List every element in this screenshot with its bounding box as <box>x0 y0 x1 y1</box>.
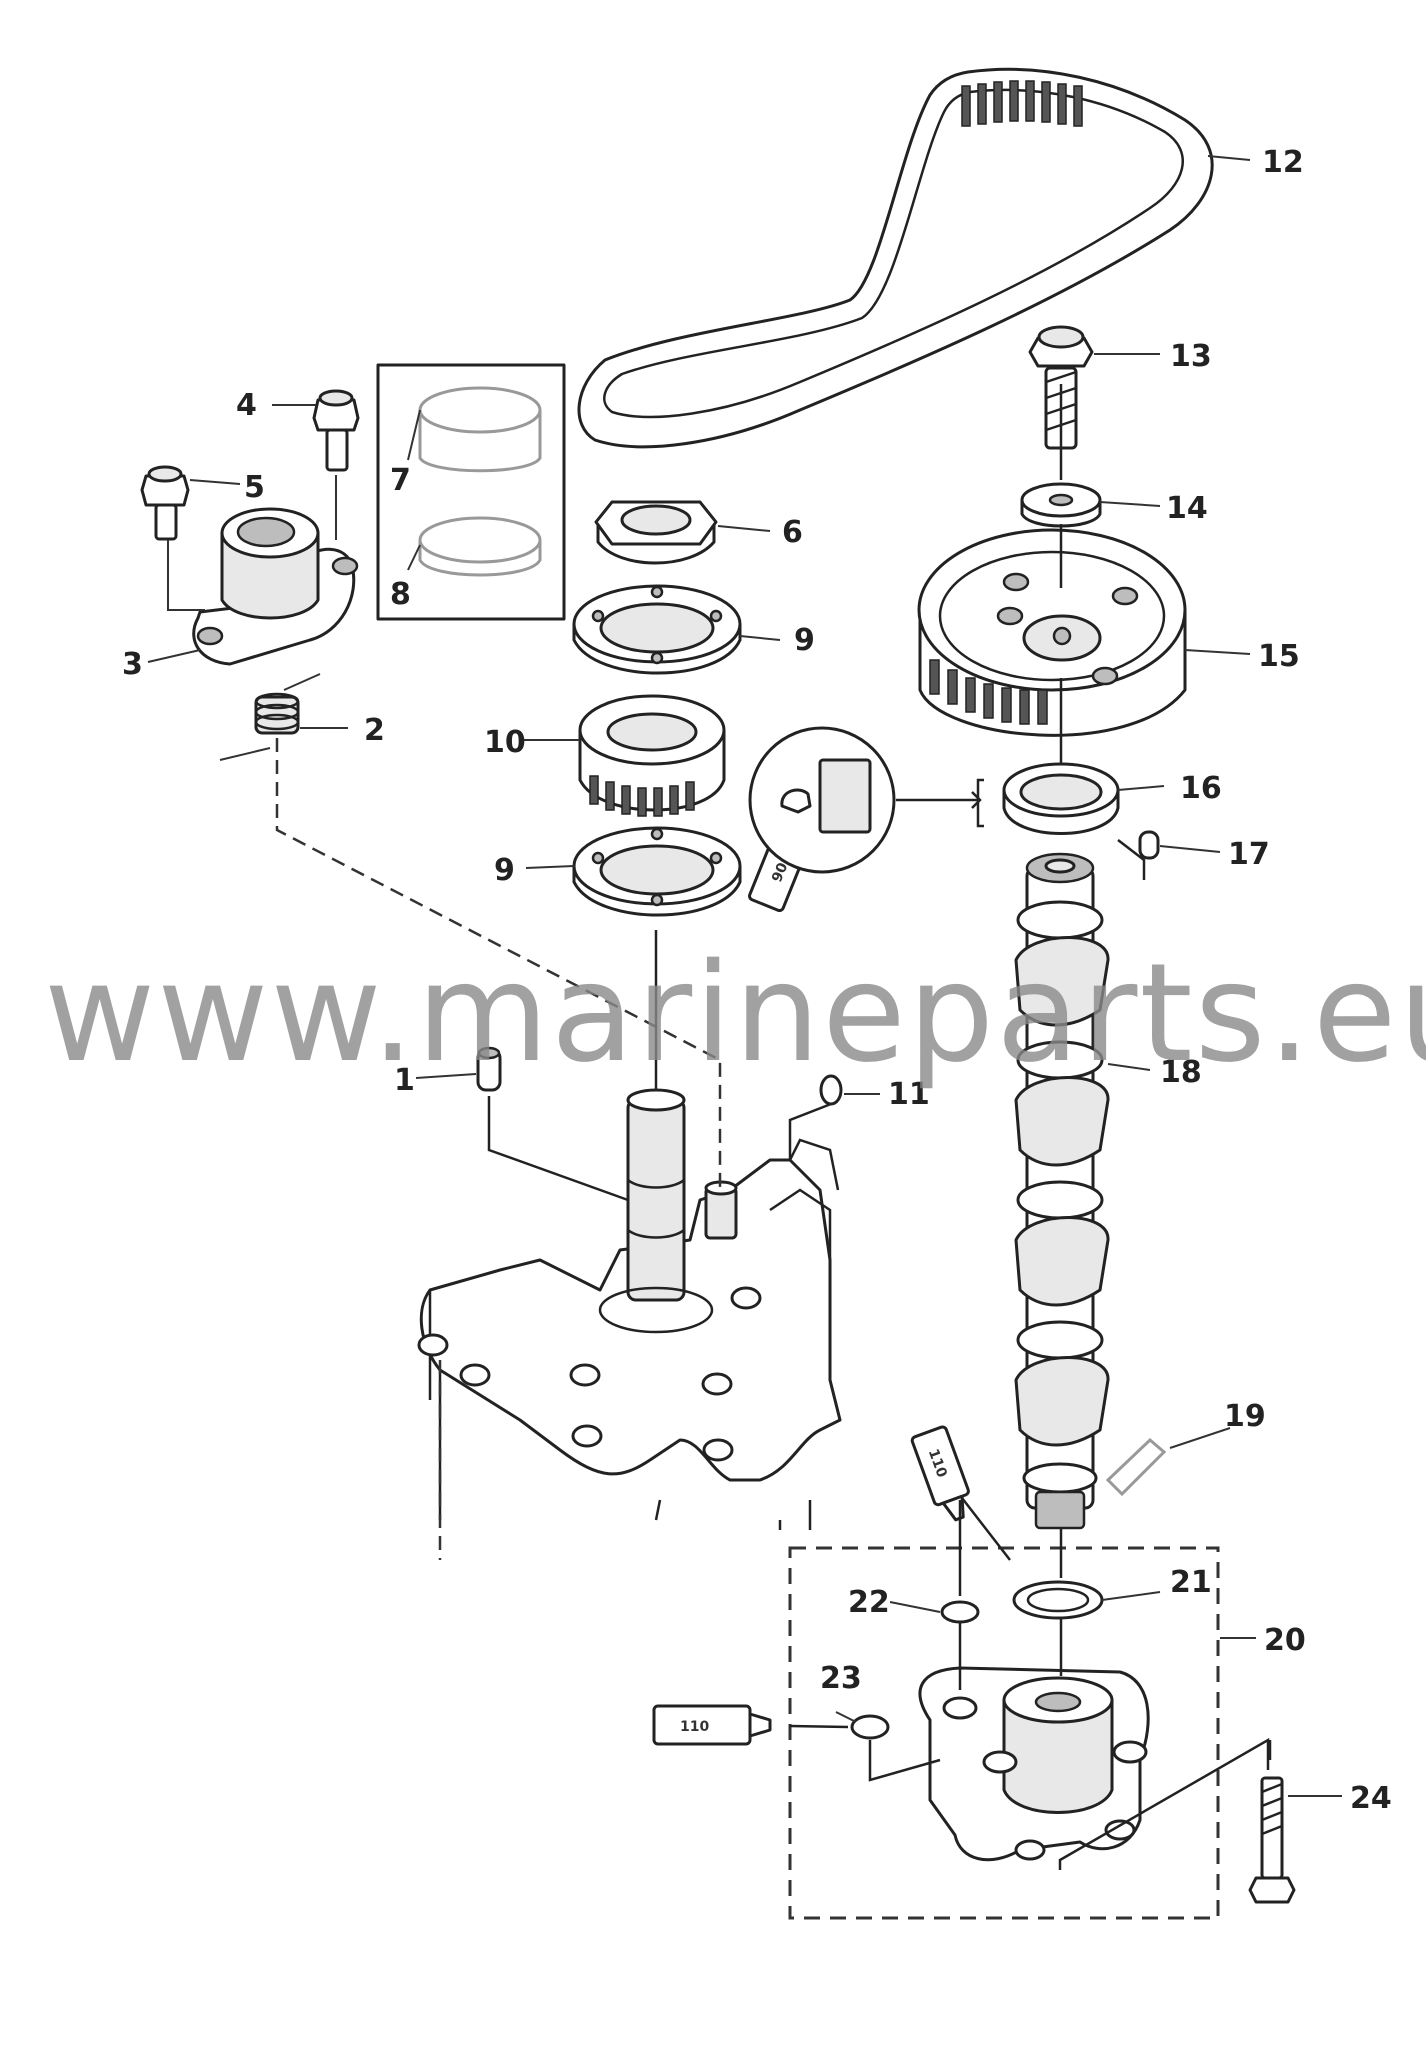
callout-20: 20 <box>1264 1623 1306 1658</box>
callout-10: 10 <box>484 725 526 760</box>
bolt-4[interactable] <box>312 389 360 472</box>
callout-17: 17 <box>1228 837 1270 872</box>
assembly-lines <box>167 384 1272 1870</box>
o-ring-21[interactable] <box>1012 1580 1104 1620</box>
camshaft[interactable] <box>1014 852 1110 1530</box>
callout-labels: 1 2 3 4 5 6 7 8 9 9 10 11 12 13 14 15 16… <box>122 145 1392 1816</box>
callout-12: 12 <box>1262 145 1304 180</box>
callout-9b: 9 <box>494 853 515 888</box>
sealant-tube-110-upper: 110 <box>910 1425 970 1522</box>
callout-5: 5 <box>244 470 265 505</box>
cylinder-block <box>417 1088 842 1530</box>
thrust-washer-9-upper[interactable] <box>572 584 742 675</box>
o-ring-23[interactable] <box>850 1714 890 1740</box>
camshaft-oil-seal[interactable] <box>1002 762 1120 835</box>
callout-9a: 9 <box>794 623 815 658</box>
bolt-5[interactable] <box>140 465 190 541</box>
callout-18: 18 <box>1160 1055 1202 1090</box>
sealant-tube-110-lower: 110 <box>652 1704 772 1746</box>
bracket-3[interactable] <box>192 507 359 666</box>
pulley-washer[interactable] <box>1020 482 1102 528</box>
camshaft-pulley[interactable] <box>917 528 1187 737</box>
callout-1: 1 <box>394 1063 415 1098</box>
svg-text:90: 90 <box>769 860 791 884</box>
thrust-washer-9-lower[interactable] <box>572 826 742 917</box>
callout-23: 23 <box>820 1661 862 1696</box>
belt-teeth <box>961 80 1083 127</box>
o-ring-22[interactable] <box>940 1600 980 1624</box>
callout-15: 15 <box>1258 639 1300 674</box>
bushing-8[interactable] <box>418 516 542 577</box>
watermark-text: www.marineparts.eu <box>44 935 1426 1093</box>
dowel-pin-19[interactable] <box>1105 1437 1167 1497</box>
callout-19: 19 <box>1224 1399 1266 1434</box>
callout-4: 4 <box>236 388 257 423</box>
callout-6: 6 <box>782 515 803 550</box>
callout-2: 2 <box>364 713 385 748</box>
timing-belt[interactable] <box>577 67 1214 449</box>
callout-3: 3 <box>122 647 143 682</box>
callout-16: 16 <box>1180 771 1222 806</box>
pulley-teeth <box>929 659 1048 725</box>
oil-pump-assembly[interactable] <box>788 1546 1220 1920</box>
pulley-detail-magnifier <box>748 726 984 874</box>
camshaft-key[interactable] <box>1138 830 1160 860</box>
callout-24: 24 <box>1350 1781 1392 1816</box>
callout-14: 14 <box>1166 491 1208 526</box>
callout-13: 13 <box>1170 339 1212 374</box>
svg-text:110: 110 <box>680 1719 709 1735</box>
nut-6[interactable] <box>594 500 718 565</box>
callout-8: 8 <box>390 577 411 612</box>
bushing-set-box[interactable] <box>376 363 566 621</box>
callout-leaders <box>147 155 1342 1797</box>
callout-11: 11 <box>888 1077 930 1112</box>
callout-22: 22 <box>848 1585 890 1620</box>
drive-gear-10[interactable] <box>578 694 726 817</box>
dowel-pin-1[interactable] <box>476 1046 502 1092</box>
oil-seal-2[interactable] <box>254 692 300 735</box>
callout-7: 7 <box>390 463 411 498</box>
oil-pump-bolt[interactable] <box>1248 1776 1296 1904</box>
callout-21: 21 <box>1170 1565 1212 1600</box>
